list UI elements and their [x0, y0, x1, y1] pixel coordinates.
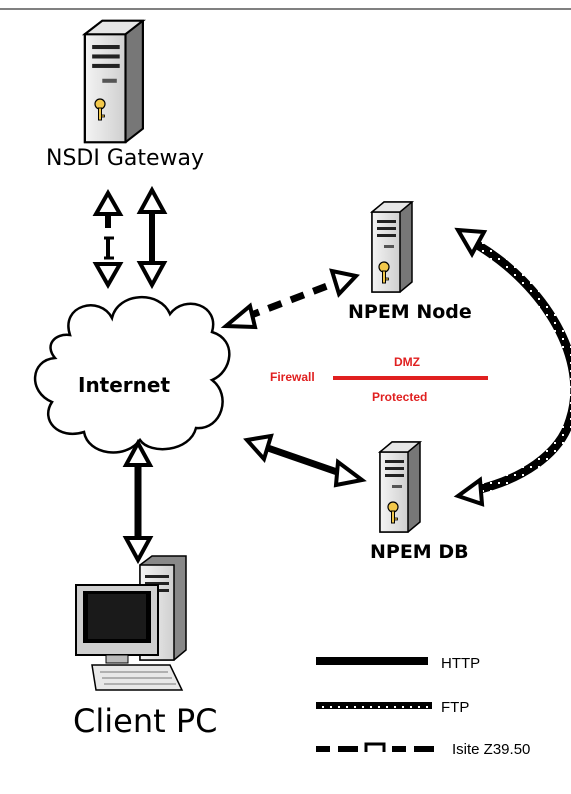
legend-ftp-swatch — [316, 702, 432, 709]
internet-node-isite-arrow-icon — [220, 268, 360, 330]
legend-http-swatch — [316, 657, 428, 665]
nsdi-gateway-label: NSDI Gateway — [46, 146, 205, 171]
dmz-label: DMZ — [394, 355, 420, 369]
desktop-computer-icon — [75, 555, 187, 691]
npem-node-label: NPEM Node — [348, 301, 472, 323]
nsdi-gateway-server-icon — [83, 19, 144, 144]
internet-client-http-arrow-icon — [122, 438, 154, 565]
legend-http-label: HTTP — [441, 655, 481, 672]
npem-db-label: NPEM DB — [370, 541, 469, 563]
gateway-internet-http-arrow-icon — [136, 185, 168, 290]
node-db-ftp-arrow-icon — [453, 227, 571, 507]
internet-label: Internet — [78, 373, 171, 397]
gateway-internet-isite-arrow-icon — [92, 188, 124, 290]
internet-cloud-icon — [33, 296, 231, 454]
npem-node-server-icon — [371, 201, 413, 293]
protected-label: Protected — [372, 390, 428, 404]
npem-db-server-icon — [379, 441, 421, 533]
internet-db-http-arrow-icon — [243, 433, 367, 488]
legend-isite-label: Isite Z39.50 — [452, 741, 531, 758]
legend-isite-swatch — [316, 742, 434, 752]
firewall-label: Firewall — [270, 370, 315, 384]
client-pc-label: Client PC — [73, 702, 218, 740]
legend-ftp-label: FTP — [441, 699, 470, 716]
